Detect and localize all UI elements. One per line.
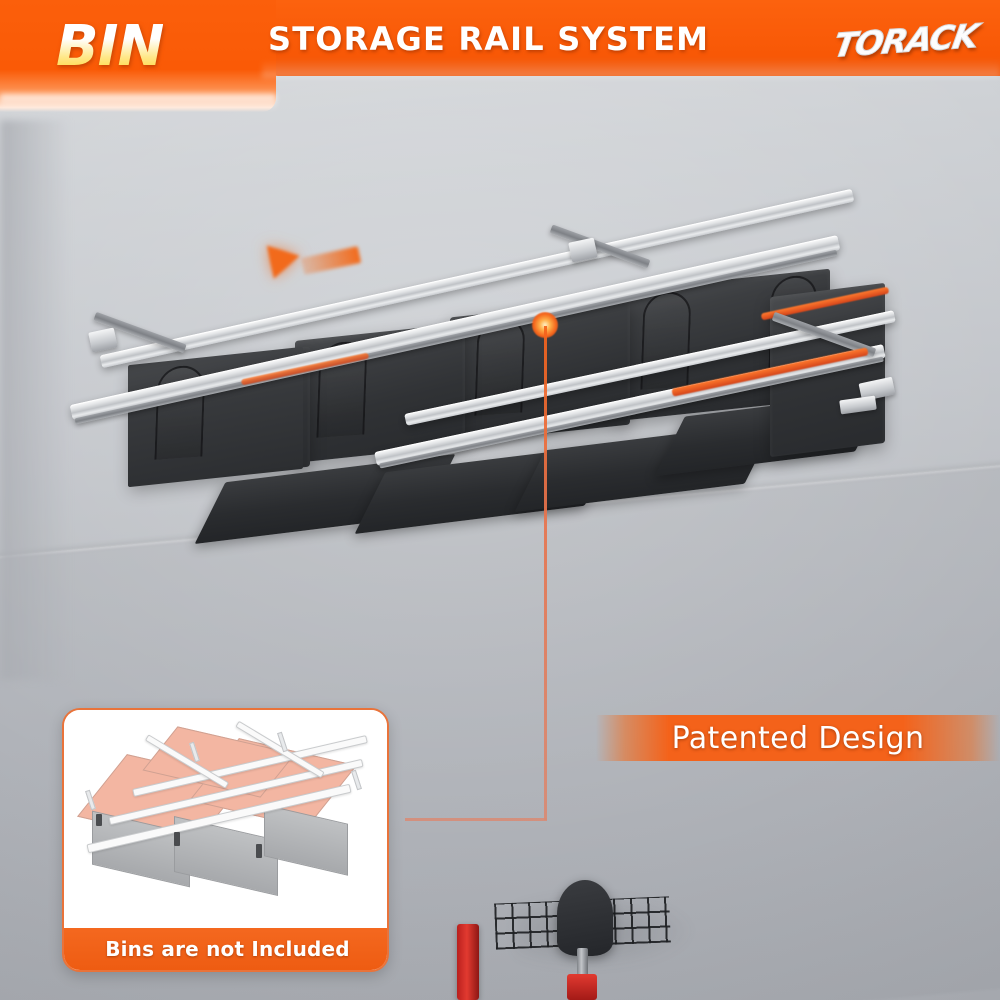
header-bar-left [0, 0, 276, 112]
patented-design-callout: Patented Design [596, 715, 1000, 761]
callout-horizontal-line [405, 818, 547, 821]
patented-design-label: Patented Design [671, 720, 925, 756]
inset-caption-label: Bins are not Included [105, 937, 350, 961]
inset-clip-2 [174, 832, 180, 846]
bin-handle-4 [640, 290, 692, 390]
shovel-icon [557, 880, 613, 956]
slide-arrow-tail [300, 246, 362, 275]
inset-caption-banner: Bins are not Included [64, 928, 387, 970]
red-tool-secondary-icon [567, 974, 597, 1000]
header-banner: BIN STORAGE RAIL SYSTEM TORACK [0, 0, 1000, 120]
header-bar-right [262, 0, 1000, 76]
left-corner-shadow [0, 120, 70, 680]
red-tool-icon [457, 924, 479, 1000]
header-glow-right [262, 60, 1000, 78]
inset-post-4 [351, 769, 362, 791]
header-glow-left [0, 94, 276, 110]
torack-logo-text: TORACK [830, 15, 981, 65]
rail-bracket-left [88, 327, 118, 353]
header-brand-word: BIN [56, 14, 164, 79]
page-title: STORAGE RAIL SYSTEM [268, 20, 710, 58]
callout-vertical-line [544, 326, 547, 820]
slide-arrow-icon [266, 239, 304, 279]
inset-clip-1 [96, 814, 102, 826]
inset-clip-3 [256, 844, 262, 858]
inset-card: Bins are not Included [62, 708, 389, 972]
ceiling-bin-rack-assembly [69, 180, 900, 600]
torack-logo: TORACK [816, 15, 980, 65]
wall-tool-rack [455, 878, 705, 1000]
inset-diagram [64, 710, 387, 932]
